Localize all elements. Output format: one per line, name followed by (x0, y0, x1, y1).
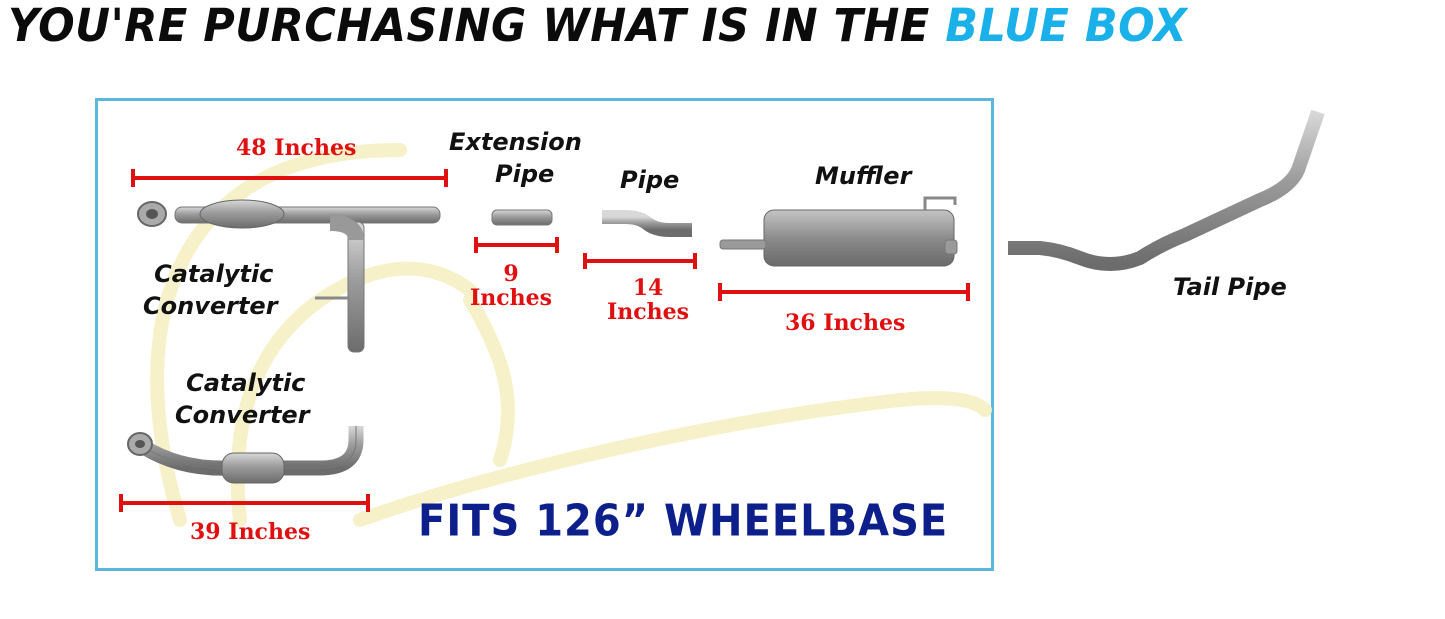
measure-bar-48 (131, 169, 448, 187)
measure-bar-36 (718, 283, 970, 301)
label-pipe: Pipe (620, 166, 680, 194)
extension-pipe-image (491, 209, 553, 226)
measure-bar-39 (119, 494, 370, 512)
label-cat1-line1: Catalytic (154, 260, 274, 288)
label-cat1-line2: Converter (143, 292, 278, 320)
label-extension-line1: Extension (449, 128, 582, 156)
label-cat2-line2: Converter (175, 401, 310, 429)
measure-label-14: 14 Inches (603, 276, 693, 324)
label-tail-pipe: Tail Pipe (1173, 273, 1287, 301)
measure-bar-14 (583, 253, 697, 269)
muffler-image (719, 196, 958, 267)
measure-label-36: 36 Inches (785, 310, 906, 336)
pipe-image (602, 210, 692, 237)
label-cat2-line1: Catalytic (186, 369, 306, 397)
tail-pipe-image (1008, 109, 1325, 271)
label-catalytic-converter-2: Catalytic Converter (175, 367, 310, 431)
catalytic-converter-2-image (127, 426, 364, 484)
label-extension-line2: Pipe (495, 160, 555, 188)
measure-bar-9 (474, 237, 559, 253)
measure-label-9: 9 Inches (466, 262, 556, 310)
measure-label-14-num: 14 (632, 275, 664, 301)
measure-label-9-num: 9 (503, 261, 519, 287)
measure-label-9-unit: Inches (469, 285, 553, 311)
label-muffler: Muffler (815, 162, 912, 190)
catalytic-converter-1-image (137, 199, 441, 353)
measure-label-39: 39 Inches (190, 519, 311, 545)
measure-label-48: 48 Inches (236, 135, 357, 161)
blue-box (95, 98, 994, 571)
measure-label-14-unit: Inches (606, 299, 690, 325)
headline-text: YOU'RE PURCHASING WHAT IS IN THE (8, 0, 930, 53)
watermark-logo (150, 143, 992, 527)
headline-blue-box-text: BLUE BOX (945, 0, 1188, 53)
headline: YOU'RE PURCHASING WHAT IS IN THE BLUE BO… (8, 0, 1187, 55)
fits-wheelbase-text: FITS 126” WHEELBASE (418, 496, 949, 547)
label-catalytic-converter-1: Catalytic Converter (143, 258, 278, 322)
label-extension-pipe: Extension Pipe (449, 126, 582, 190)
